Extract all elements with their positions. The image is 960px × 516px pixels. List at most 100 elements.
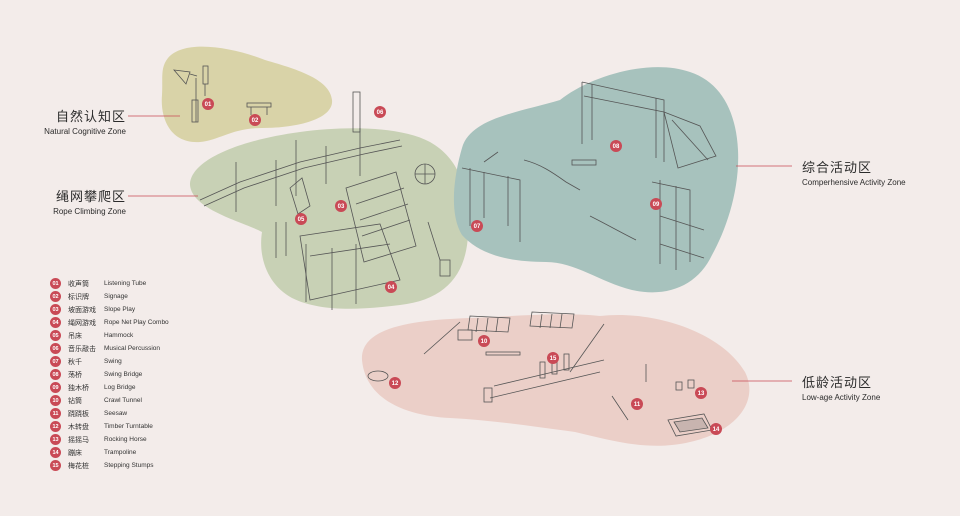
marker-09: 09 xyxy=(650,198,662,210)
zone-label-rope: 绳网攀爬区 Rope Climbing Zone xyxy=(53,186,126,216)
legend-en: Trampoline xyxy=(104,449,137,456)
zone-natural-cn: 自然认知区 xyxy=(55,109,126,124)
svg-text:05: 05 xyxy=(298,217,305,223)
marker-07: 07 xyxy=(471,220,483,232)
legend-number: 04 xyxy=(50,317,61,328)
marker-13: 13 xyxy=(695,387,707,399)
marker-04: 04 xyxy=(385,281,397,293)
legend-en: Seesaw xyxy=(104,410,128,417)
legend-en: Musical Percussion xyxy=(104,345,160,352)
legend-number: 11 xyxy=(50,408,61,419)
svg-text:11: 11 xyxy=(634,402,641,408)
zone-rope-en: Rope Climbing Zone xyxy=(53,207,126,216)
marker-08: 08 xyxy=(610,140,622,152)
signage-sketch xyxy=(246,102,272,115)
legend-cn: 秋千 xyxy=(68,358,82,366)
legend-en: Signage xyxy=(104,293,128,300)
zone-activity-cn: 综合活动区 xyxy=(802,160,873,175)
svg-text:13: 13 xyxy=(698,391,705,397)
legend-cn: 坡面游戏 xyxy=(68,306,96,314)
marker-12: 12 xyxy=(389,377,401,389)
legend-item: 01 收声筒 Listening Tube xyxy=(50,277,169,290)
svg-text:04: 04 xyxy=(388,285,395,291)
lowage-zone-structures xyxy=(367,311,713,437)
svg-text:06: 06 xyxy=(377,110,384,116)
svg-text:07: 07 xyxy=(474,224,481,230)
legend-en: Listening Tube xyxy=(104,280,147,287)
legend-number: 10 xyxy=(50,395,61,406)
rope-zone-structures xyxy=(199,91,451,310)
marker-15: 15 xyxy=(547,352,559,364)
legend-item: 13 摇摇马 Rocking Horse xyxy=(50,433,169,446)
zone-activity-area xyxy=(453,67,739,293)
legend-cn: 吊床 xyxy=(68,332,82,340)
legend-en: Log Bridge xyxy=(104,384,136,391)
legend-number: 01 xyxy=(50,278,61,289)
legend-cn: 收声筒 xyxy=(68,280,89,288)
legend-number: 05 xyxy=(50,330,61,341)
marker-11: 11 xyxy=(631,398,643,410)
legend-item: 11 跷跷板 Seesaw xyxy=(50,407,169,420)
legend-en: Stepping Stumps xyxy=(104,462,154,469)
legend-number: 13 xyxy=(50,434,61,445)
legend-en: Rocking Horse xyxy=(104,436,147,443)
marker-02: 02 xyxy=(249,114,261,126)
legend-number: 08 xyxy=(50,369,61,380)
legend-en: Timber Turntable xyxy=(104,423,153,430)
legend-en: Swing xyxy=(104,358,122,365)
svg-text:08: 08 xyxy=(613,144,620,150)
zone-label-natural: 自然认知区 Natural Cognitive Zone xyxy=(44,106,126,136)
zone-label-activity: 综合活动区 Comperhensive Activity Zone xyxy=(802,157,906,187)
zone-lowage-cn: 低龄活动区 xyxy=(802,375,873,390)
activity-zone-structures xyxy=(461,81,717,270)
legend-cn: 梅花桩 xyxy=(68,462,89,470)
legend-cn: 钻筒 xyxy=(68,397,82,405)
legend-en: Crawl Tunnel xyxy=(104,397,142,404)
legend-item: 03 坡面游戏 Slope Play xyxy=(50,303,169,316)
legend-cn: 音乐敲击 xyxy=(68,345,96,353)
legend-en: Slope Play xyxy=(104,306,136,313)
legend-number: 14 xyxy=(50,447,61,458)
marker-01: 01 xyxy=(202,98,214,110)
svg-text:02: 02 xyxy=(252,118,259,124)
marker-05: 05 xyxy=(295,213,307,225)
legend-item: 15 梅花桩 Stepping Stumps xyxy=(50,459,169,472)
legend-item: 10 钻筒 Crawl Tunnel xyxy=(50,394,169,407)
legend-cn: 木转盘 xyxy=(68,423,89,431)
zone-activity-en: Comperhensive Activity Zone xyxy=(802,178,906,187)
legend-item: 14 蹦床 Trampoline xyxy=(50,446,169,459)
legend-en: Swing Bridge xyxy=(104,371,143,378)
legend-cn: 荡桥 xyxy=(68,371,82,379)
legend-number: 15 xyxy=(50,460,61,471)
marker-06: 06 xyxy=(374,106,386,118)
legend-cn: 跷跷板 xyxy=(68,410,89,418)
legend-cn: 摇摇马 xyxy=(68,436,89,444)
zone-rope-area xyxy=(190,128,469,309)
zone-natural-en: Natural Cognitive Zone xyxy=(44,127,126,136)
svg-text:01: 01 xyxy=(205,102,212,108)
marker-10: 10 xyxy=(478,335,490,347)
zone-lowage-area xyxy=(361,314,750,446)
zone-rope-cn: 绳网攀爬区 xyxy=(55,189,126,204)
legend-number: 03 xyxy=(50,304,61,315)
legend-item: 08 荡桥 Swing Bridge xyxy=(50,368,169,381)
zone-natural-area xyxy=(161,46,333,143)
svg-text:15: 15 xyxy=(550,356,557,362)
svg-text:14: 14 xyxy=(713,427,720,433)
legend-cn: 绳网游戏 xyxy=(68,319,96,327)
marker-03: 03 xyxy=(335,200,347,212)
svg-text:03: 03 xyxy=(338,204,345,210)
legend-cn: 蹦床 xyxy=(68,449,82,457)
svg-text:09: 09 xyxy=(653,202,660,208)
legend-number: 09 xyxy=(50,382,61,393)
legend-cn: 标识牌 xyxy=(68,293,89,301)
listening-tube-sketch xyxy=(173,65,209,123)
